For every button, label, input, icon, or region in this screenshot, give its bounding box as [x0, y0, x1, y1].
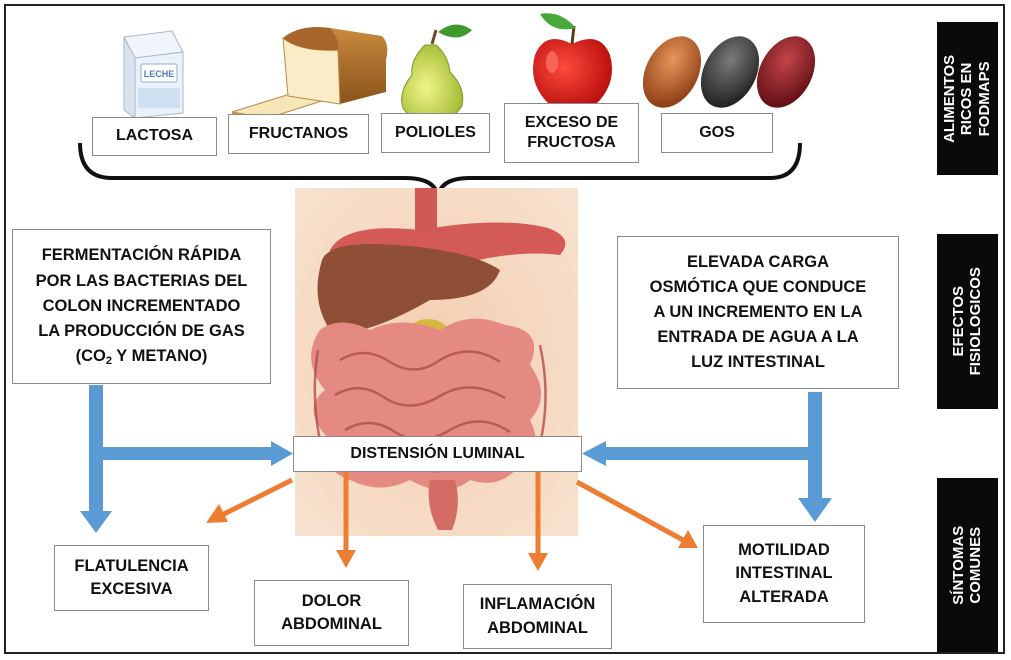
- food-label-polioles: POLIOLES: [381, 113, 490, 153]
- effect-osmotic-box: ELEVADA CARGA OSMÓTICA QUE CONDUCE A UN …: [617, 236, 899, 389]
- diagram-frame: [4, 4, 1005, 654]
- apple-icon: [532, 13, 613, 111]
- side-label-foods: ALIMENTOS RICOS EN FODMAPS: [937, 22, 998, 175]
- carton-text: LECHE: [144, 69, 175, 79]
- effect-fermentation-box: FERMENTACIÓN RÁPIDA POR LAS BACTERIAS DE…: [12, 229, 271, 384]
- food-label-fructanos: FRUCTANOS: [228, 114, 369, 154]
- milk-carton-icon: LECHE: [123, 30, 184, 119]
- beans-icon: [642, 36, 816, 108]
- digestive-system-illustration: [295, 188, 578, 536]
- blue-arrows: [80, 385, 832, 533]
- pear-icon: [401, 24, 472, 123]
- side-label-symptoms: SÍNTOMAS COMUNES: [937, 478, 998, 652]
- effect-fermentation-tail: Y METANO): [112, 346, 208, 365]
- symptom-dolor: DOLOR ABDOMINAL: [254, 580, 409, 646]
- symptom-inflamacion: INFLAMACIÓN ABDOMINAL: [463, 584, 612, 649]
- bread-icon: [231, 27, 388, 122]
- luminal-distension-box: DISTENSIÓN LUMINAL: [293, 436, 582, 472]
- orange-arrows: [206, 472, 698, 571]
- effect-fermentation-text: FERMENTACIÓN RÁPIDA POR LAS BACTERIAS DE…: [35, 246, 248, 365]
- food-label-exceso-fructosa: EXCESO DE FRUCTOSA: [504, 103, 639, 163]
- food-label-gos: GOS: [661, 113, 773, 153]
- symptom-flatulencia: FLATULENCIA EXCESIVA: [54, 545, 209, 611]
- effect-fermentation-subscript: 2: [105, 354, 112, 367]
- side-label-effects: EFECTOS FISIOLOGICOS: [937, 234, 998, 409]
- food-label-lactosa: LACTOSA: [92, 117, 217, 156]
- symptom-motilidad: MOTILIDAD INTESTINAL ALTERADA: [703, 525, 865, 623]
